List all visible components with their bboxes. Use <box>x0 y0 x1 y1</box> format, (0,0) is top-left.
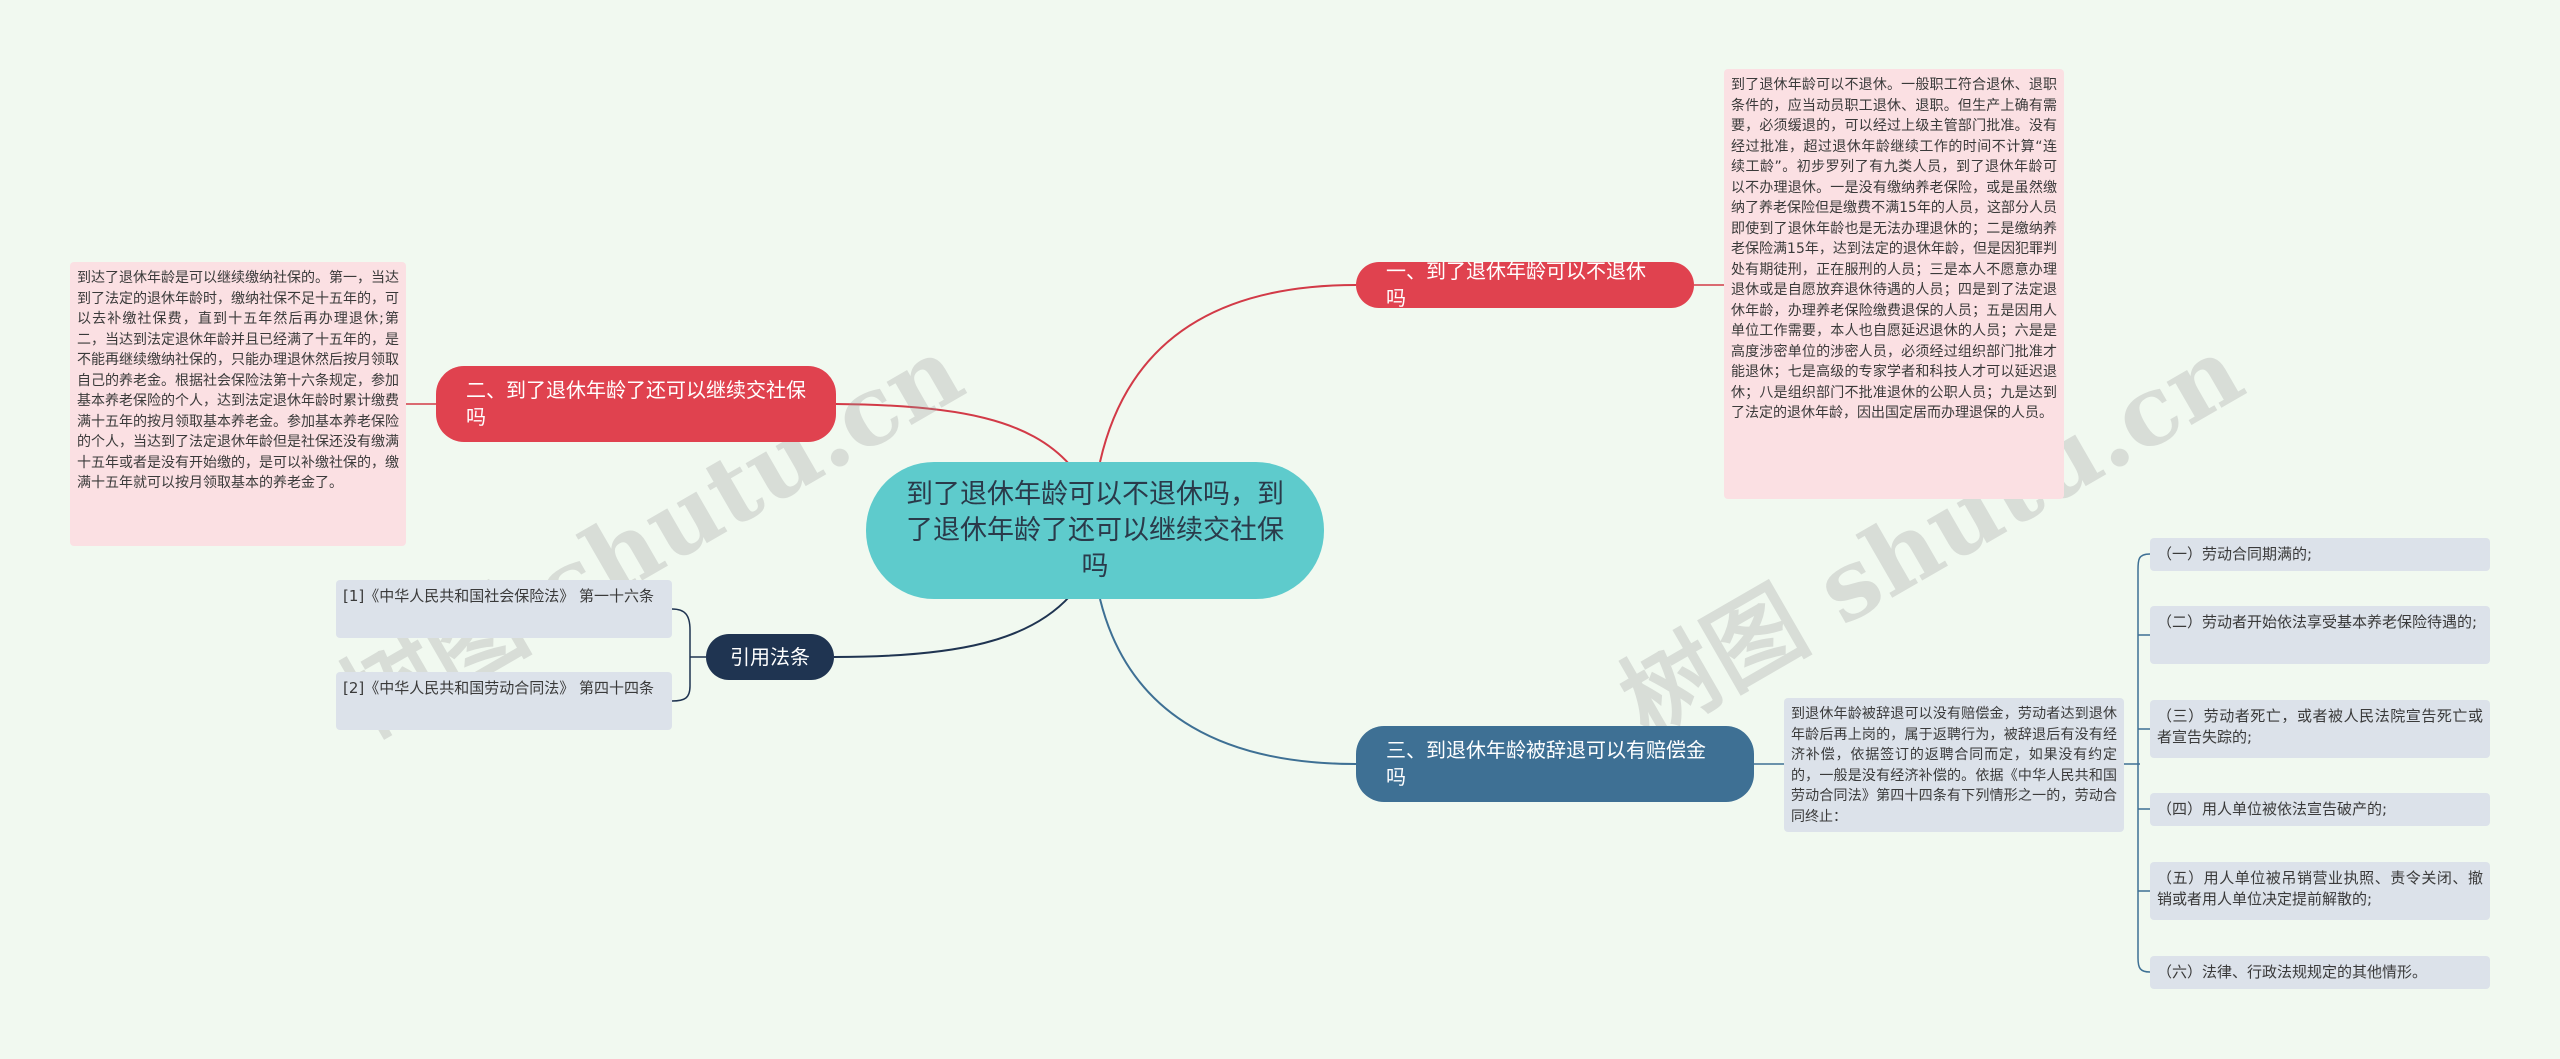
connector-note-terms <box>2124 553 2151 973</box>
ref-item-2[interactable]: [2]《中华人民共和国劳动合同法》 第四十四条 <box>336 672 672 730</box>
term-item-6[interactable]: （六）法律、行政法规规定的其他情形。 <box>2150 956 2490 989</box>
term-item-4[interactable]: （四）用人单位被依法宣告破产的; <box>2150 793 2490 826</box>
connector-center-b2 <box>835 403 1071 466</box>
note-dismissal-compensation[interactable]: 到退休年龄被辞退可以没有赔偿金，劳动者达到退休年龄后再上岗的，属于返聘行为，被辞… <box>1784 698 2124 832</box>
branch-dismissal-compensation[interactable]: 三、到退休年龄被辞退可以有赔偿金吗 <box>1356 726 1754 802</box>
note-continue-social-insurance[interactable]: 到达了退休年龄是可以继续缴纳社保的。第一，当达到了法定的退休年龄时，缴纳社保不足… <box>70 262 406 546</box>
branch-cited-laws[interactable]: 引用法条 <box>706 634 834 680</box>
term-item-1[interactable]: （一）劳动合同期满的; <box>2150 538 2490 571</box>
branch-not-retire[interactable]: 一、到了退休年龄可以不退休吗 <box>1356 259 1694 310</box>
term-item-5[interactable]: （五）用人单位被吊销营业执照、责令关闭、撤销或者用人单位决定提前解散的; <box>2150 862 2490 920</box>
connector-b4-refs <box>671 608 706 702</box>
connector-center-b1 <box>1099 284 1357 463</box>
connector-center-b4 <box>833 595 1071 658</box>
connector-terms-ticks <box>2138 634 2150 892</box>
connector-center-b3 <box>1099 598 1357 765</box>
center-topic[interactable]: 到了退休年龄可以不退休吗，到了退休年龄了还可以继续交社保吗 <box>866 462 1324 599</box>
ref-item-1[interactable]: [1]《中华人民共和国社会保险法》 第一十六条 <box>336 580 672 638</box>
branch-continue-social-insurance[interactable]: 二、到了退休年龄了还可以继续交社保吗 <box>436 366 836 442</box>
term-item-3[interactable]: （三）劳动者死亡，或者被人民法院宣告死亡或者宣告失踪的; <box>2150 700 2490 758</box>
note-not-retire[interactable]: 到了退休年龄可以不退休。一般职工符合退休、退职条件的，应当动员职工退休、退职。但… <box>1724 69 2064 499</box>
term-item-2[interactable]: （二）劳动者开始依法享受基本养老保险待遇的; <box>2150 606 2490 664</box>
